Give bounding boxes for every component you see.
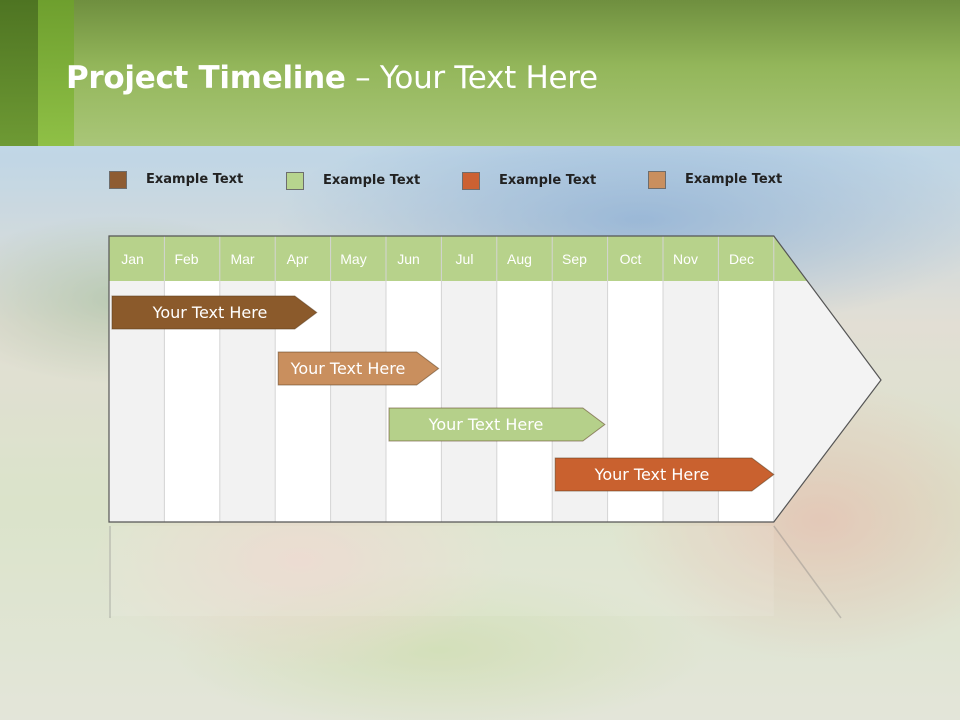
timeline-arrow-header xyxy=(109,236,808,281)
timeline-reflection xyxy=(109,525,842,619)
month-column xyxy=(386,281,442,522)
legend-label: Example Text xyxy=(499,173,597,188)
timeline-arrow-outline xyxy=(108,235,882,523)
month-label: Dec xyxy=(729,251,754,267)
month-column xyxy=(441,281,497,522)
slide-title-rest: – Your Text Here xyxy=(345,60,598,96)
month-label: Jan xyxy=(121,251,144,267)
month-label: Apr xyxy=(286,251,309,267)
month-label: Jul xyxy=(455,251,474,267)
legend-label: Example Text xyxy=(323,173,421,188)
legend-swatch xyxy=(648,171,666,189)
task-label: Your Text Here xyxy=(290,359,406,378)
task-bars xyxy=(111,295,775,492)
task-label: Your Text Here xyxy=(428,415,544,434)
month-label: Sep xyxy=(562,251,587,267)
month-label: Nov xyxy=(673,251,698,267)
task-bar xyxy=(277,351,440,386)
reflection-line xyxy=(773,525,842,619)
legend-swatch xyxy=(286,172,304,190)
slide-title-bold: Project Timeline xyxy=(66,60,346,96)
legend-label: Example Text xyxy=(146,172,244,187)
legend-swatch xyxy=(109,171,127,189)
legend-swatch xyxy=(462,172,480,190)
slide-title: Project Timeline – Your Text Here xyxy=(66,60,598,96)
month-label: Aug xyxy=(507,251,532,267)
title-banner xyxy=(0,0,960,146)
month-column xyxy=(330,281,386,522)
task-bar xyxy=(111,295,318,330)
month-label: Mar xyxy=(230,251,255,267)
month-label: Oct xyxy=(619,251,642,267)
task-label: Your Text Here xyxy=(594,465,710,484)
month-label: Feb xyxy=(174,251,199,267)
task-bar xyxy=(554,457,775,492)
month-label: May xyxy=(340,251,367,267)
month-label: Jun xyxy=(397,251,420,267)
banner-accent-strip xyxy=(38,0,74,146)
legend-label: Example Text xyxy=(685,172,783,187)
task-label: Your Text Here xyxy=(152,303,268,322)
reflection-panel xyxy=(109,526,774,616)
month-column xyxy=(496,281,553,522)
banner-accent-strip xyxy=(0,0,38,146)
task-bar xyxy=(388,407,606,442)
